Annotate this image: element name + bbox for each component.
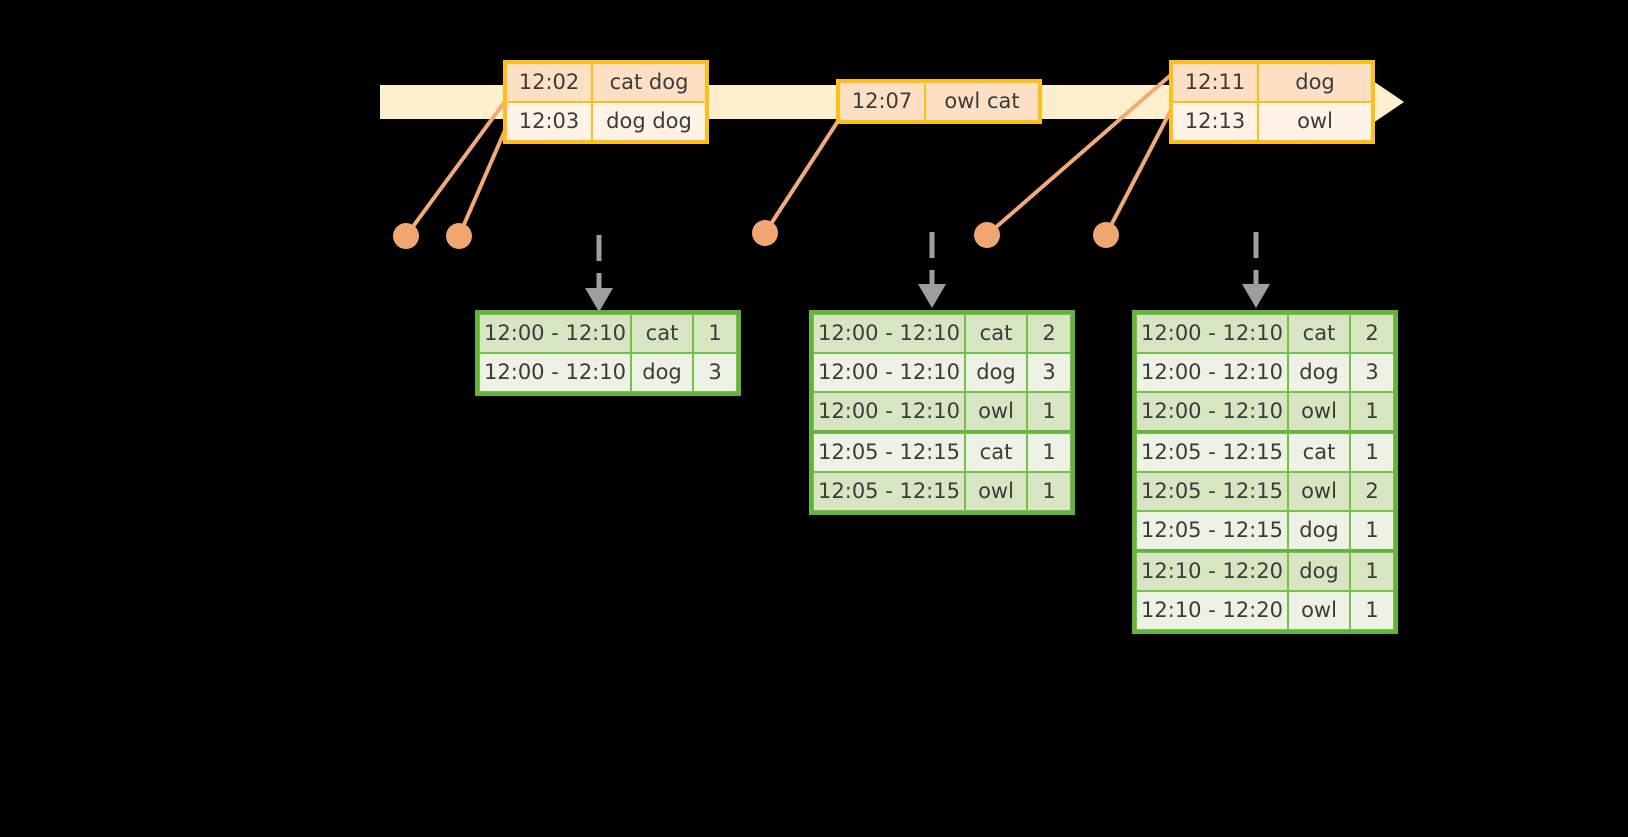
window-cell: 12:00 - 12:10 xyxy=(813,353,965,392)
window-cell: 12:00 - 12:10 xyxy=(479,353,631,392)
table-row: 12:00 - 12:10 cat 2 xyxy=(813,314,1071,353)
event-words: dog dog xyxy=(592,102,706,141)
word-cell: dog xyxy=(1288,353,1350,392)
window-cell: 12:05 - 12:15 xyxy=(1136,472,1288,511)
event-time: 12:03 xyxy=(506,102,592,141)
result-table-1[interactable]: 12:00 - 12:10 cat 1 12:00 - 12:10 dog 3 xyxy=(475,310,741,396)
count-cell: 1 xyxy=(1350,433,1394,472)
word-cell: owl xyxy=(1288,472,1350,511)
word-cell: owl xyxy=(965,392,1027,433)
count-cell: 1 xyxy=(1350,552,1394,591)
result-table-3[interactable]: 12:00 - 12:10 cat 2 12:00 - 12:10 dog 3 … xyxy=(1132,310,1398,634)
window-cell: 12:05 - 12:15 xyxy=(813,472,965,511)
count-cell: 2 xyxy=(1027,314,1071,353)
event-marker-3 xyxy=(752,220,778,246)
event-words: owl xyxy=(1258,102,1372,141)
event-marker-1 xyxy=(393,223,419,249)
word-cell: owl xyxy=(1288,591,1350,630)
count-cell: 1 xyxy=(1027,392,1071,433)
table-row: 12:00 - 12:10 dog 3 xyxy=(813,353,1071,392)
word-cell: cat xyxy=(965,433,1027,472)
event-row: 12:03 dog dog xyxy=(506,102,706,141)
word-cell: cat xyxy=(1288,314,1350,353)
count-cell: 2 xyxy=(1350,314,1394,353)
emit-arrow-1 xyxy=(585,235,613,312)
event-words: dog xyxy=(1258,63,1372,102)
event-words: cat dog xyxy=(592,63,706,102)
word-cell: owl xyxy=(965,472,1027,511)
event-markers xyxy=(393,220,1119,249)
event-row: 12:11 dog xyxy=(1172,63,1372,102)
window-cell: 12:00 - 12:10 xyxy=(813,392,965,433)
event-box-2[interactable]: 12:07 owl cat xyxy=(836,79,1042,124)
table-row: 12:00 - 12:10 cat 1 xyxy=(479,314,737,353)
word-cell: dog xyxy=(631,353,693,392)
word-cell: dog xyxy=(1288,511,1350,552)
connector-line-5 xyxy=(1104,106,1174,237)
table-row: 12:00 - 12:10 owl 1 xyxy=(813,392,1071,433)
count-cell: 1 xyxy=(1350,511,1394,552)
word-cell: dog xyxy=(1288,552,1350,591)
count-cell: 1 xyxy=(1350,591,1394,630)
word-cell: owl xyxy=(1288,392,1350,433)
count-cell: 3 xyxy=(693,353,737,392)
connector-line-1 xyxy=(404,98,508,238)
table-row: 12:00 - 12:10 dog 3 xyxy=(1136,353,1394,392)
table-row: 12:00 - 12:10 cat 2 xyxy=(1136,314,1394,353)
count-cell: 1 xyxy=(1350,392,1394,433)
event-words: owl cat xyxy=(925,82,1039,121)
connector-line-3 xyxy=(763,116,842,235)
connector-line-2 xyxy=(457,126,508,238)
word-cell: cat xyxy=(1288,433,1350,472)
window-cell: 12:10 - 12:20 xyxy=(1136,552,1288,591)
window-cell: 12:00 - 12:10 xyxy=(1136,392,1288,433)
count-cell: 1 xyxy=(693,314,737,353)
emit-arrow-3 xyxy=(1242,232,1270,308)
event-box-1[interactable]: 12:02 cat dog 12:03 dog dog xyxy=(503,60,709,144)
event-row: 12:07 owl cat xyxy=(839,82,1039,121)
table-row: 12:05 - 12:15 owl 1 xyxy=(813,472,1071,511)
count-cell: 3 xyxy=(1350,353,1394,392)
emit-arrow-2 xyxy=(918,232,946,308)
event-row: 12:02 cat dog xyxy=(506,63,706,102)
event-time: 12:02 xyxy=(506,63,592,102)
event-marker-5 xyxy=(1093,222,1119,248)
table-row: 12:10 - 12:20 owl 1 xyxy=(1136,591,1394,630)
event-box-3[interactable]: 12:11 dog 12:13 owl xyxy=(1169,60,1375,144)
count-cell: 1 xyxy=(1027,472,1071,511)
table-row: 12:10 - 12:20 dog 1 xyxy=(1136,552,1394,591)
event-time: 12:11 xyxy=(1172,63,1258,102)
window-cell: 12:00 - 12:10 xyxy=(813,314,965,353)
event-marker-4 xyxy=(974,222,1000,248)
table-row: 12:00 - 12:10 owl 1 xyxy=(1136,392,1394,433)
table-row: 12:05 - 12:15 dog 1 xyxy=(1136,511,1394,552)
table-row: 12:00 - 12:10 dog 3 xyxy=(479,353,737,392)
word-cell: dog xyxy=(965,353,1027,392)
event-time: 12:07 xyxy=(839,82,925,121)
count-cell: 3 xyxy=(1027,353,1071,392)
event-marker-2 xyxy=(446,223,472,249)
window-cell: 12:10 - 12:20 xyxy=(1136,591,1288,630)
count-cell: 1 xyxy=(1027,433,1071,472)
table-row: 12:05 - 12:15 cat 1 xyxy=(813,433,1071,472)
word-cell: cat xyxy=(965,314,1027,353)
count-cell: 2 xyxy=(1350,472,1394,511)
window-cell: 12:00 - 12:10 xyxy=(1136,314,1288,353)
window-cell: 12:05 - 12:15 xyxy=(1136,511,1288,552)
window-cell: 12:05 - 12:15 xyxy=(1136,433,1288,472)
table-row: 12:05 - 12:15 owl 2 xyxy=(1136,472,1394,511)
event-time: 12:13 xyxy=(1172,102,1258,141)
word-cell: cat xyxy=(631,314,693,353)
result-table-2[interactable]: 12:00 - 12:10 cat 2 12:00 - 12:10 dog 3 … xyxy=(809,310,1075,515)
table-row: 12:05 - 12:15 cat 1 xyxy=(1136,433,1394,472)
emit-arrows xyxy=(585,232,1270,312)
window-cell: 12:00 - 12:10 xyxy=(1136,353,1288,392)
window-cell: 12:00 - 12:10 xyxy=(479,314,631,353)
window-cell: 12:05 - 12:15 xyxy=(813,433,965,472)
event-row: 12:13 owl xyxy=(1172,102,1372,141)
